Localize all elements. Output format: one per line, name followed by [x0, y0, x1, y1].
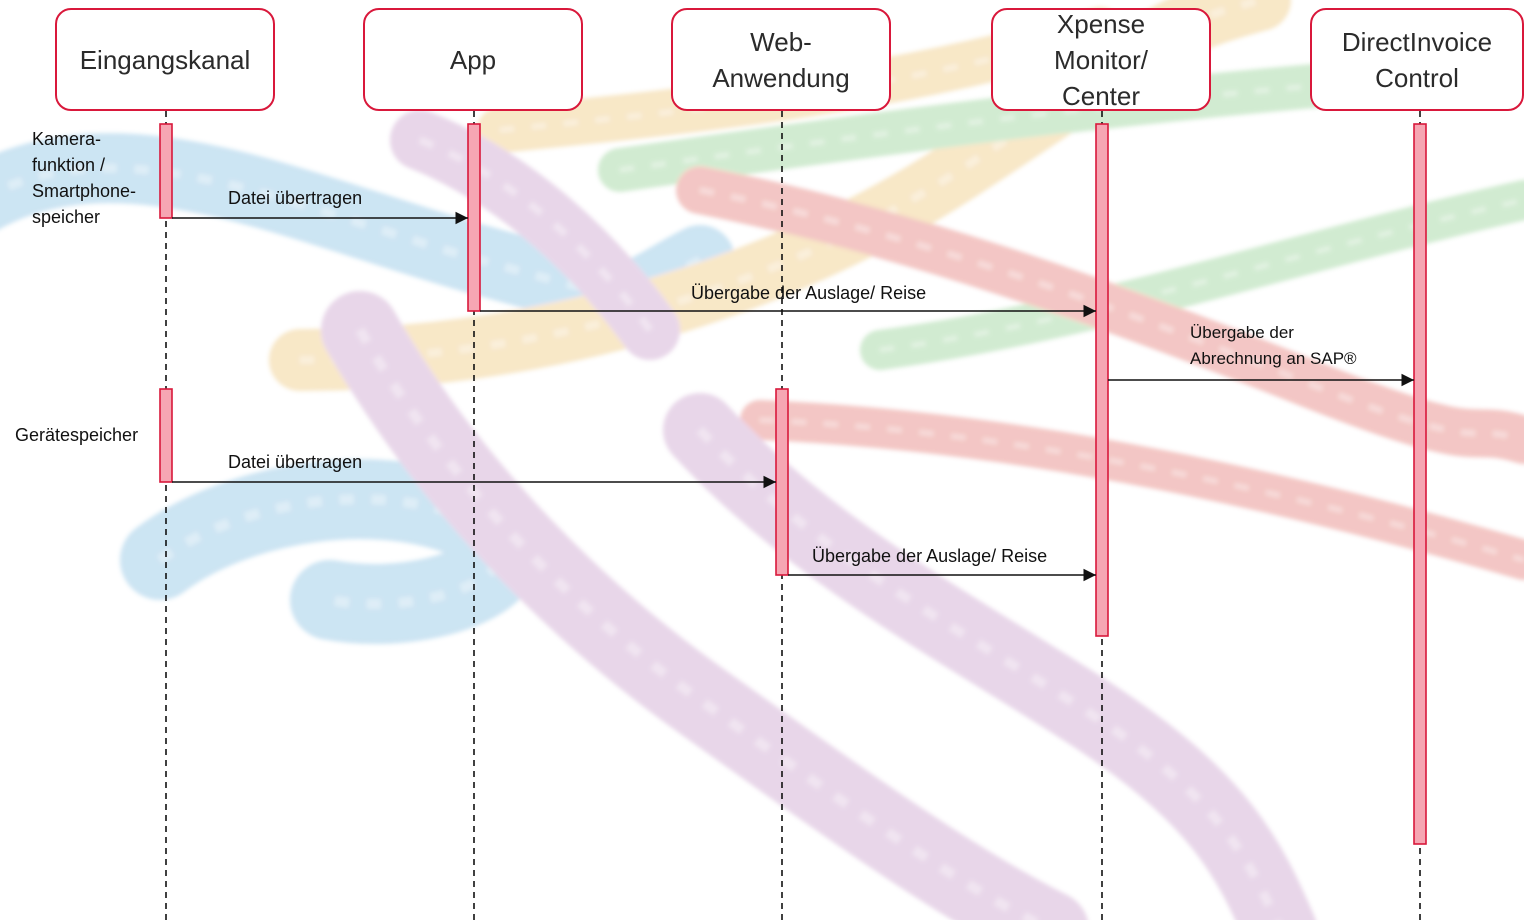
message-label-datei-web: Datei übertragen [228, 452, 363, 472]
activation-bar-web [775, 388, 789, 576]
participant-eingangskanal: Eingangskanal [55, 8, 275, 111]
participant-xpense-monitor-center: Xpense Monitor/ Center [991, 8, 1211, 111]
participant-app: App [363, 8, 583, 111]
side-label-geraetespeicher: Gerätespeicher [15, 425, 139, 445]
activation-bar-app [467, 123, 481, 312]
message-label-datei-app: Datei übertragen [228, 188, 363, 208]
rope-twist-highlight [355, 327, 1041, 920]
message-label-auslage-app: Übergabe der Auslage/ Reise [691, 283, 927, 303]
rope-twist-highlight [696, 426, 1281, 920]
rope-twist-highlight [418, 136, 653, 333]
rope-twist-highlight [759, 417, 1524, 563]
message-label-auslage-web: Übergabe der Auslage/ Reise [812, 546, 1048, 566]
activation-bar-directinvoice [1413, 123, 1427, 845]
activation-bar-eingangskanal [159, 123, 173, 219]
activation-bar-eingangskanal [159, 388, 173, 483]
activation-bar-xpense [1095, 123, 1109, 637]
rope-twist-highlight [879, 197, 1524, 353]
message-label-sap: Übergabe der Abrechnung an SAP® [1190, 323, 1357, 368]
rope-twist-highlight [699, 187, 1524, 443]
participant-web-anwendung: Web- Anwendung [671, 8, 891, 111]
side-label-kamera: Kamera- funktion / Smartphone- speicher [32, 129, 137, 227]
participant-directinvoice-control: DirectInvoice Control [1310, 8, 1524, 111]
